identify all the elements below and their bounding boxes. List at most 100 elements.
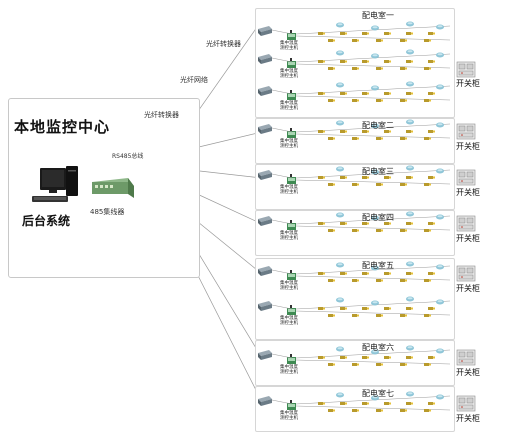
temperature-sensor-icon [384,272,391,275]
wireless-receiver-icon [436,84,444,90]
temperature-sensor-icon [424,183,431,186]
temperature-sensor-icon [376,363,383,366]
fiber-converter-label-center: 光纤转换器 [144,111,179,119]
temperature-sensor-icon [400,183,407,186]
temperature-sensor-icon [340,60,347,63]
room-fiber-converter-icon [258,301,272,311]
temperature-sensor-icon [424,314,431,317]
wireless-receiver-icon [406,345,414,351]
temperature-sensor-icon [362,356,369,359]
temperature-sensor-icon [384,307,391,310]
temperature-sensor-icon [376,409,383,412]
temperature-sensor-icon [384,60,391,63]
power-room-title: 配电室五 [362,261,394,270]
temperature-host-label: 集中温度 测控主机 [280,316,298,326]
temperature-sensor-icon [406,222,413,225]
temperature-sensor-icon [352,409,359,412]
room-fiber-converter-icon [258,26,272,36]
temperature-host-icon [287,305,296,315]
temperature-sensor-icon [340,222,347,225]
wireless-receiver-icon [336,392,344,398]
temperature-sensor-icon [400,39,407,42]
temperature-sensor-icon [328,99,335,102]
temperature-sensor-icon [340,176,347,179]
temperature-sensor-icon [406,32,413,35]
wireless-receiver-icon [406,81,414,87]
temperature-sensor-icon [384,176,391,179]
wireless-receiver-icon [436,264,444,270]
temperature-sensor-icon [428,356,435,359]
room-internal-line [271,304,293,310]
wireless-receiver-icon [436,122,444,128]
fiber-network-label: 光纤网络 [180,76,208,84]
temperature-sensor-icon [328,409,335,412]
temperature-sensor-icon [352,229,359,232]
power-room-title: 配电室四 [362,213,394,222]
temperature-host-label: 集中温度 测控主机 [280,231,298,241]
temperature-sensor-icon [428,60,435,63]
temperature-sensor-icon [328,67,335,70]
temperature-sensor-icon [424,67,431,70]
switch-cabinet-label: 开关柜 [456,284,480,293]
temperature-sensor-icon [352,183,359,186]
wireless-receiver-icon [436,214,444,220]
wireless-receiver-icon [336,22,344,28]
temperature-sensor-icon [340,272,347,275]
temperature-sensor-icon [318,402,325,405]
concentrator-label: 485集线器 [90,208,125,216]
wireless-receiver-icon [406,261,414,267]
temperature-sensor-icon [352,137,359,140]
switch-cabinet-label: 开关柜 [456,368,480,377]
room-fiber-converter-icon [258,124,272,134]
wireless-receiver-icon [336,120,344,126]
temperature-host-label: 集中温度 测控主机 [280,185,298,195]
temperature-sensor-icon [428,222,435,225]
wireless-receiver-icon [336,50,344,56]
wireless-receiver-icon [436,168,444,174]
temperature-sensor-icon [352,363,359,366]
temperature-sensor-icon [400,279,407,282]
temperature-sensor-icon [406,176,413,179]
temperature-sensor-icon [400,229,407,232]
temperature-sensor-icon [424,409,431,412]
switch-cabinet-icon [456,61,476,78]
temperature-host-icon [287,90,296,100]
temperature-sensor-icon [384,92,391,95]
room-fiber-converter-icon [258,396,272,406]
temperature-sensor-icon [428,32,435,35]
temperature-sensor-icon [406,402,413,405]
wireless-receiver-icon [406,49,414,55]
wireless-receiver-icon [371,349,379,355]
temperature-sensor-icon [384,356,391,359]
temperature-sensor-icon [384,222,391,225]
temperature-sensor-icon [428,176,435,179]
temperature-sensor-icon [406,307,413,310]
switch-cabinet-label: 开关柜 [456,414,480,423]
room-internal-line [271,127,293,133]
temperature-host-label: 集中温度 测控主机 [280,69,298,79]
switch-cabinet-icon [456,395,476,412]
power-room-title: 配电室七 [362,389,394,398]
temperature-sensor-icon [318,130,325,133]
temperature-host-icon [287,270,296,280]
wireless-receiver-icon [406,211,414,217]
wireless-receiver-icon [336,297,344,303]
temperature-host-label: 集中温度 测控主机 [280,411,298,421]
wireless-receiver-icon [406,165,414,171]
temperature-sensor-icon [340,32,347,35]
temperature-sensor-icon [362,222,369,225]
backend-system-label: 后台系统 [22,214,71,228]
wireless-receiver-icon [406,21,414,27]
temperature-sensor-icon [328,229,335,232]
temperature-sensor-icon [376,183,383,186]
temperature-sensor-icon [318,272,325,275]
temperature-sensor-icon [424,137,431,140]
temperature-sensor-icon [424,279,431,282]
temperature-sensor-icon [352,279,359,282]
room-fiber-converter-icon [258,86,272,96]
wireless-receiver-icon [336,82,344,88]
wireless-receiver-icon [336,166,344,172]
temperature-host-label: 集中温度 测控主机 [280,41,298,51]
